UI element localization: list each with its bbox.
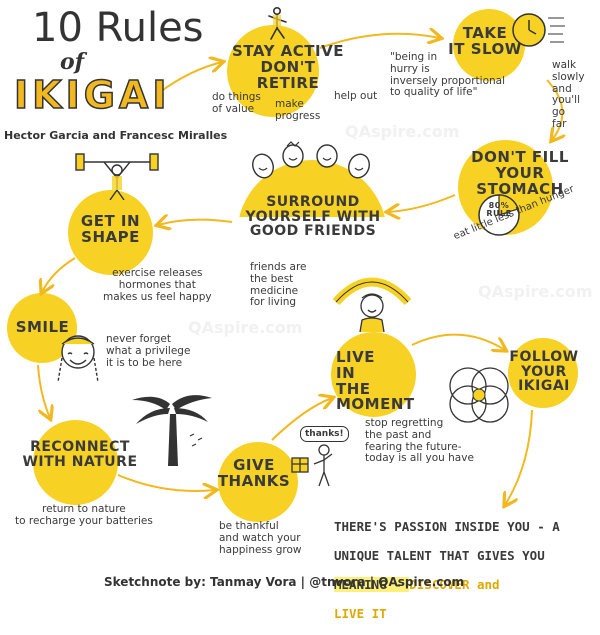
nature-title: RECONNECT WITH NATURE	[22, 439, 138, 470]
friends-icon	[252, 141, 370, 179]
arrow-stomach-to-friends	[388, 194, 456, 212]
stay-active-circle	[227, 25, 319, 117]
stay-active-note-help: help out	[334, 90, 378, 102]
dont-fill-title: DON'T FILL YOUR STOMACH	[471, 148, 569, 198]
arrow-moment-to-ikigai	[411, 333, 505, 350]
nature-circle	[33, 420, 118, 505]
thanks-bubble: thanks!	[300, 426, 349, 443]
closing-line-2: UNIQUE TALENT THAT GIVES YOU	[334, 548, 545, 564]
thanks-note: be thankful and watch your happiness gro…	[219, 520, 302, 556]
watermark: QAspire.com	[345, 122, 460, 141]
pie-chart-icon	[478, 194, 520, 236]
arrow-ikigai-to-closing	[505, 409, 533, 505]
stay-active-title: STAY ACTIVE DON'T RETIRE	[232, 42, 344, 92]
take-it-slow-title: TAKE IT SLOW	[448, 24, 522, 58]
get-in-shape-title: GET IN SHAPE	[80, 212, 141, 246]
thanks-circle	[218, 442, 298, 522]
closing-line-4: LIVE IT	[334, 605, 387, 621]
friends-title: SURROUND YOURSELF WITH GOOD FRIENDS	[245, 194, 381, 240]
smile-note: never forget what a privilege it is to b…	[106, 333, 191, 369]
palm-tree-icon	[132, 395, 212, 466]
thanks-title: GIVE THANKS	[217, 456, 291, 490]
arrow-friends-to-shape	[158, 220, 233, 225]
nature-note: return to nature to recharge your batter…	[15, 503, 153, 527]
take-it-slow-circle	[453, 9, 525, 81]
closing-line-3: MEANING - DISCOVER and	[334, 576, 560, 592]
arrow-title-to-active	[159, 62, 222, 93]
footer-credit: Sketchnote by: Tanmay Vora | @tnvora | Q…	[104, 575, 465, 589]
moment-note: stop regretting the past and fearing the…	[365, 417, 474, 465]
stay-active-note-progress: make progress	[275, 98, 321, 122]
arrow-smile-to-nature	[37, 364, 50, 418]
closing-line-1: THERE'S PASSION INSIDE YOU - A	[334, 519, 560, 535]
friends-note: friends are the best medicine for living	[250, 261, 307, 309]
closing-statement: THERE'S PASSION INSIDE YOU - A UNIQUE TA…	[334, 506, 560, 635]
take-it-slow-note: walk slowly and you'll go far	[552, 59, 585, 130]
rainbow-icon	[332, 277, 412, 332]
watermark: QAspire.com	[188, 318, 303, 337]
title-ikigai: IKIGAI	[13, 73, 171, 117]
arrow-nature-to-thanks	[117, 474, 215, 491]
get-in-shape-circle	[68, 190, 153, 275]
sketchnote-page: QAspire.com QAspire.com QAspire.com	[4, 0, 600, 621]
arrow-active-to-slow	[319, 34, 440, 49]
moment-title: LIVE IN THE MOMENT	[336, 348, 415, 414]
venn-diagram-icon	[449, 367, 509, 423]
stay-active-note-values: do things of value	[212, 91, 261, 115]
smile-title: SMILE	[15, 318, 70, 336]
watermark: QAspire.com	[478, 282, 593, 301]
arrow-thanks-to-moment	[271, 398, 332, 441]
title-of: of	[60, 49, 85, 75]
take-it-slow-quote: "being in hurry is inversely proportiona…	[390, 51, 506, 99]
closing-line-3b: DISCOVER and	[409, 576, 500, 592]
title-10-rules: 10 Rules	[32, 5, 204, 51]
clock-icon	[512, 13, 565, 47]
arrow-slow-to-stomach	[546, 79, 562, 140]
get-in-shape-note: exercise releases hormones that makes us…	[103, 267, 212, 303]
weightlifter-icon	[75, 153, 159, 200]
smiling-girl-icon	[57, 335, 99, 383]
dont-fill-badge: 80% RULE	[486, 201, 512, 219]
ikigai-title: FOLLOW YOUR IKIGAI	[509, 349, 579, 395]
authors: Hector Garcia and Francesc Miralles	[4, 129, 228, 142]
gift-icon	[291, 444, 333, 487]
runner-icon	[268, 6, 287, 40]
arrow-shape-to-smile	[42, 257, 76, 292]
moment-circle	[331, 332, 416, 417]
ikigai-circle	[508, 338, 578, 408]
closing-line-3a: MEANING -	[334, 576, 410, 592]
flow-arrows	[37, 0, 600, 600]
